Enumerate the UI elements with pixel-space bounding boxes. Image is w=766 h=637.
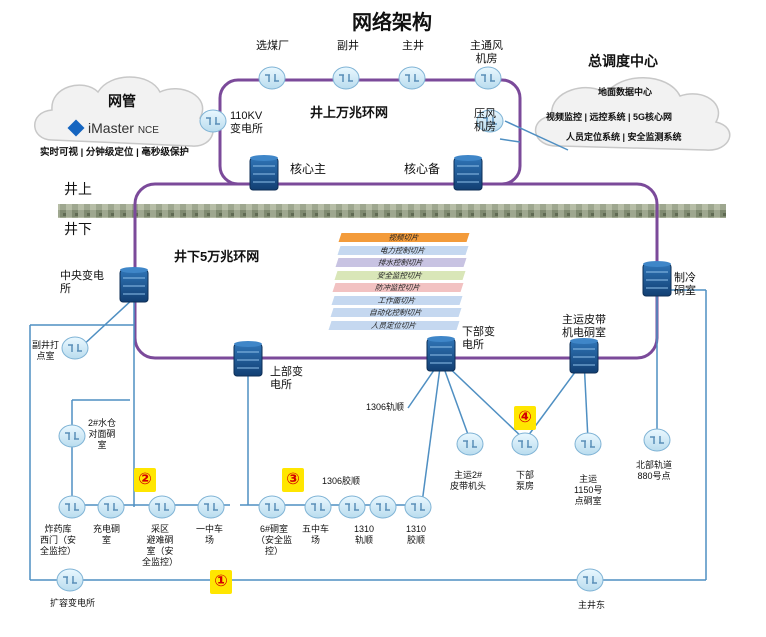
ground-up-label: 井上 <box>64 181 92 197</box>
label-xiabu-bengfang: 下部 泵房 <box>516 470 535 491</box>
imaster-logo: iMaster NCE <box>67 119 159 137</box>
router-1310-jiaoshun-icon <box>404 495 432 519</box>
slice-7: 人员定位切片 <box>328 320 460 330</box>
badge-2: ② <box>134 468 156 492</box>
datacenter-row2: 人员定位系统 | 安全监测系统 <box>566 132 682 142</box>
slice-4: 防冲监控切片 <box>332 283 464 292</box>
router-zhutongfeng-icon <box>474 66 502 90</box>
label-zhongyang: 中央变电 所 <box>60 270 104 295</box>
router-wuzhong-icon <box>304 495 332 519</box>
links <box>29 120 707 581</box>
router-xuanmei-icon <box>258 66 286 90</box>
router-fujing-icon <box>332 66 360 90</box>
router-zhuyun2-icon <box>456 432 484 456</box>
router-caiqu-icon <box>148 495 176 519</box>
core-xiabu-switch-icon <box>426 336 456 372</box>
core-shangbu-switch-icon <box>233 341 263 377</box>
label-shangbu: 上部变 电所 <box>270 366 303 391</box>
mgmt-caption: 实时可视 | 分钟级定位 | 亳秒级保护 <box>40 147 189 158</box>
ground-strip <box>58 204 726 218</box>
router-yafeng-icon <box>476 109 504 133</box>
router-110kv-icon <box>199 109 227 133</box>
page-title: 网络架构 <box>352 12 432 34</box>
slice-2: 排水控制切片 <box>335 258 467 267</box>
label-caiqu: 采区 避难硐 室（安 全监控） <box>142 524 179 567</box>
core-zhileng-switch-icon <box>642 261 672 297</box>
router-zhujing-icon <box>398 66 426 90</box>
label-chongdian: 充电硐 室 <box>93 524 121 545</box>
router-chongdian-icon <box>97 495 125 519</box>
label-zhayaoku: 炸药库 西门（安 全监控） <box>40 524 77 556</box>
router-shuicang-icon <box>58 424 86 448</box>
badge-4: ④ <box>514 406 536 430</box>
slice-3: 安全监控切片 <box>334 270 466 280</box>
label-wuzhong: 五中车 场 <box>302 524 330 545</box>
router-1310-mid-icon <box>369 495 397 519</box>
label-1306-jiaoshun: 1306胶顺 <box>322 476 361 486</box>
core-backup-label: 核心备 <box>404 162 441 176</box>
slice-1: 电力控制切片 <box>337 245 469 255</box>
label-kuorong: 扩容变电所 <box>50 598 96 608</box>
router-zhayaoku-icon <box>58 495 86 519</box>
label-yizhong: 一中车 场 <box>196 524 224 545</box>
underground-ring-label: 井下5万兆环网 <box>174 249 260 264</box>
label-zhutongfeng: 主通风 机房 <box>470 40 503 65</box>
label-110kv: 110KV 变电所 <box>230 110 263 135</box>
label-zhujingdong: 主井东 <box>578 600 606 610</box>
datacenter-cloud <box>535 77 731 151</box>
label-xiabu: 下部变 电所 <box>462 326 495 351</box>
label-zhuyun-1150: 主运 1150号 点硐室 <box>574 474 603 506</box>
core-main-label: 核心主 <box>290 162 327 176</box>
core-zhongyang-switch-icon <box>119 267 149 303</box>
imaster-suffix: NCE <box>137 125 159 136</box>
core-main-switch-icon <box>249 155 279 191</box>
datacenter-title: 地面数据中心 <box>598 87 653 97</box>
core-backup-switch-icon <box>453 155 483 191</box>
label-1310-jiaoshun: 1310 胶顺 <box>406 524 427 545</box>
router-fujing-dadian-icon <box>61 336 89 360</box>
label-zhuyun-pidai: 主运皮带 机电硐室 <box>562 314 606 339</box>
imaster-main: Master <box>91 120 134 136</box>
slice-6: 自动化控制切片 <box>330 308 462 317</box>
label-1306-guidao: 1306轨顺 <box>366 402 405 412</box>
label-shuicang: 2#水仓 对面硐 室 <box>88 418 117 450</box>
core-zhuyun-switch-icon <box>569 338 599 374</box>
label-zhileng: 制冷 硐室 <box>674 272 696 297</box>
top-ring-label: 井上万兆环网 <box>310 105 389 120</box>
label-fujing-dadian: 副井打 点室 <box>32 340 60 361</box>
badge-1: ① <box>210 570 232 594</box>
label-zhujing: 主井 <box>402 40 424 52</box>
slice-0: 视频切片 <box>338 233 470 242</box>
router-nodes <box>56 66 671 592</box>
router-zhujingdong-icon <box>576 568 604 592</box>
label-yafeng: 压风 机房 <box>474 108 496 133</box>
label-xuanmei: 选煤厂 <box>256 40 289 52</box>
router-kuorong-icon <box>56 568 84 592</box>
label-beibu-880: 北部轨道 880号点 <box>636 460 673 481</box>
badge-3: ③ <box>282 468 304 492</box>
router-yizhong-icon <box>197 495 225 519</box>
core-switches <box>119 155 672 377</box>
slice-stack: 视频切片电力控制切片排水控制切片安全监控切片防冲监控切片工作面切片自动化控制切片… <box>328 233 470 338</box>
dispatch-title: 总调度中心 <box>588 53 658 69</box>
label-zhuyun2: 主运2# 皮带机头 <box>450 470 487 491</box>
router-6-dongshi-icon <box>258 495 286 519</box>
label-1310-guishun: 1310 轨顺 <box>354 524 375 545</box>
imaster-icon <box>67 119 85 137</box>
router-1310-guishun-icon <box>338 495 366 519</box>
ground-down-label: 井下 <box>64 221 92 237</box>
datacenter-row1: 视频监控 | 远控系统 | 5G核心网 <box>546 112 673 122</box>
label-6-dongshi: 6#硐室 （安全监 控） <box>256 524 293 556</box>
router-zhuyun-1150-icon <box>574 432 602 456</box>
slice-5: 工作面切片 <box>331 295 463 305</box>
router-beibu-880-icon <box>643 428 671 452</box>
mgmt-title: 网管 <box>108 93 136 109</box>
router-xiabu-bengfang-icon <box>511 432 539 456</box>
label-fujing: 副井 <box>337 40 359 52</box>
imaster-i: i <box>88 120 92 136</box>
